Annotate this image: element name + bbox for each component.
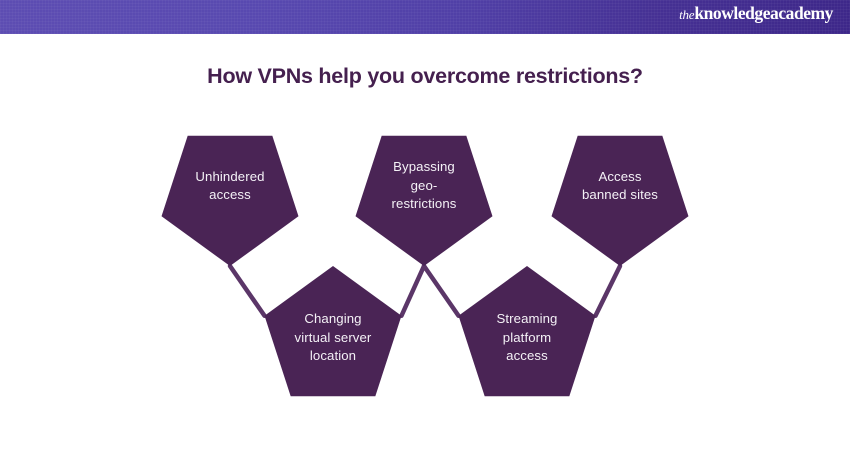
- pentagon-changing-virtual-server[interactable]: [264, 266, 402, 397]
- logo-the-text: the: [679, 7, 695, 22]
- connector-access-banned-sites-to-streaming-platform: [593, 263, 623, 318]
- connector-bypassing-geo-to-changing-virtual-server: [399, 263, 427, 318]
- header-bar: theknowledgeacademy: [0, 0, 850, 34]
- pentagon-unhindered-access[interactable]: [161, 135, 299, 266]
- pentagon-access-banned-sites[interactable]: [551, 135, 689, 266]
- pentagon-streaming-platform[interactable]: [458, 266, 596, 397]
- brand-logo: theknowledgeacademy: [679, 3, 833, 23]
- connector-unhindered-access-to-changing-virtual-server: [227, 263, 267, 318]
- logo-main-text: knowledgeacademy: [694, 3, 833, 23]
- page-title: How VPNs help you overcome restrictions?: [207, 64, 643, 88]
- pentagon-bypassing-geo[interactable]: [355, 135, 493, 266]
- connector-layer: [227, 263, 623, 318]
- shape-layer: [161, 135, 689, 397]
- connector-bypassing-geo-to-streaming-platform: [421, 263, 461, 318]
